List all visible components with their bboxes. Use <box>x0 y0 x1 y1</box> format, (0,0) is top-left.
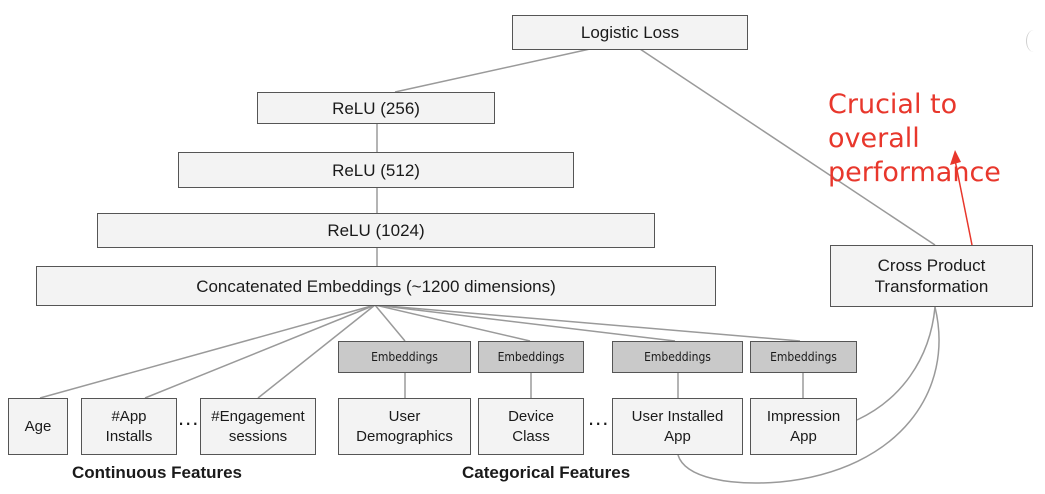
concatenated-embeddings-box: Concatenated Embeddings (~1200 dimension… <box>36 266 716 306</box>
corner-fragment <box>1026 30 1041 52</box>
annotation-arrow <box>954 159 973 246</box>
feature-age: Age <box>8 398 68 455</box>
feature-device-class: Device Class <box>478 398 584 455</box>
wire-concat-engagement <box>257 304 376 399</box>
relu-256-box: ReLU (256) <box>257 92 495 124</box>
continuous-ellipsis: ... <box>178 405 200 430</box>
wire-loss-cross <box>639 48 936 246</box>
logistic-loss-box: Logistic Loss <box>512 15 748 50</box>
wire-concat-emb2 <box>374 304 531 342</box>
embeddings-box-device-class: Embeddings <box>478 341 584 373</box>
wire-concat-appinstalls <box>144 304 376 399</box>
cross-product-transformation-box: Cross Product Transformation <box>830 245 1033 307</box>
wire-concat-age <box>39 304 376 399</box>
categorical-features-caption: Categorical Features <box>462 463 631 482</box>
wire-concat-emb1 <box>374 304 406 342</box>
feature-user-demographics: User Demographics <box>338 398 471 455</box>
feature-engagement-sessions: #Engagement sessions <box>200 398 316 455</box>
relu-1024-box: ReLU (1024) <box>97 213 655 248</box>
wire-concat-emb4 <box>374 304 801 342</box>
feature-user-installed-app: User Installed App <box>612 398 743 455</box>
continuous-features-caption: Continuous Features <box>72 463 243 482</box>
embeddings-box-user-installed-app: Embeddings <box>612 341 743 373</box>
embeddings-box-impression-app: Embeddings <box>750 341 857 373</box>
feature-app-installs: #App Installs <box>81 398 177 455</box>
annotation-arrow-head <box>950 150 961 165</box>
embeddings-box-user-demographics: Embeddings <box>338 341 471 373</box>
wire-cross-userinstalled <box>677 306 940 484</box>
categorical-ellipsis: ... <box>588 405 610 430</box>
wire-loss-relu256 <box>394 48 591 93</box>
wire-concat-emb3 <box>374 304 676 342</box>
wire-cross-impression <box>856 306 936 421</box>
relu-512-box: ReLU (512) <box>178 152 574 188</box>
feature-impression-app: Impression App <box>750 398 857 455</box>
annotation-text: Crucial to overall performance <box>828 89 1001 188</box>
